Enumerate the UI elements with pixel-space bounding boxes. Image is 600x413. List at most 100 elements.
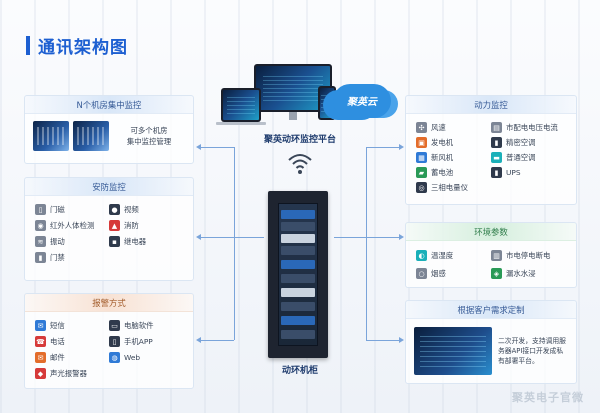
power-item-precision-ac: ▮ 精密空调 [491, 137, 566, 148]
panel-power-title: 动力监控 [406, 96, 576, 114]
security-item-label: 门磁 [50, 205, 65, 214]
panel-custom-title: 根据客户需求定制 [406, 301, 576, 319]
connector-line [234, 237, 264, 238]
security-item-access-control: ▮ 门禁 [35, 252, 109, 263]
fresh-air-icon: ▦ [416, 152, 427, 163]
custom-description: 二次开发，支持调用服务器API接口开发成私有部署平台。 [498, 337, 566, 365]
wifi-icon [288, 154, 312, 174]
smoke-icon: ○ [416, 268, 427, 279]
alarm-item-email: ✉ 邮件 [35, 352, 109, 363]
room-monitor-text-1: 可多个机房 [130, 126, 168, 135]
water-leak-icon: ◈ [491, 268, 502, 279]
connector-line [366, 340, 400, 341]
alarm-item-label: Web [124, 353, 141, 362]
security-item-relay: ▪继电器 [109, 236, 183, 247]
power-item-label: 市配电电压电流 [506, 123, 558, 132]
power-item-power-meter: ▤ 市配电电压电流 [491, 122, 566, 133]
power-item-wind: ✣ 风速 [416, 122, 491, 133]
arrow-left-icon [196, 337, 201, 343]
power-item-ups: ▮UPS [491, 167, 566, 178]
platform-label: 聚英动环监控平台 [263, 135, 336, 145]
alarm-item-phone: ☎电话 [35, 336, 109, 347]
connector-line [366, 147, 400, 148]
laptop-base [216, 122, 266, 125]
power-item-battery: ▰ 蓄电池 [416, 167, 491, 178]
cabinet-image [268, 191, 328, 358]
security-item-camera: ● 视频 [109, 204, 183, 215]
connector-line [234, 147, 235, 340]
panel-environment: 环境参数 ◐温湿度 ▥市电停电断电 ○烟感 ◈漏水水浸 [405, 222, 577, 288]
alarm-item-label: 手机APP [124, 337, 153, 346]
power-item-label: 蓄电池 [431, 168, 454, 177]
battery-icon: ▰ [416, 167, 427, 178]
pc-software-icon: ▭ [109, 320, 120, 331]
server-room-image-1 [33, 121, 69, 151]
room-monitor-text-2: 集中监控管理 [126, 137, 172, 146]
alarm-item-pc-software: ▭电脑软件 [109, 320, 183, 331]
cloud-icon [333, 84, 391, 118]
panel-security: 安防监控 ▯门磁 ●视频 ◉红外人体检测 ▲消防 ≋振动 ▪继电器 ▮门禁 [24, 177, 194, 281]
arrow-right-icon [399, 234, 404, 240]
arrow-right-icon [399, 337, 404, 343]
env-item-power-outage: ▥ 市电停电断电 [491, 250, 566, 261]
security-item-label: 红外人体检测 [50, 221, 95, 230]
server-room-image-2 [73, 121, 109, 151]
power-item-label: 精密空调 [506, 138, 536, 147]
alarm-item-label: 短信 [50, 321, 65, 330]
cabinet-label: 动环机柜 [281, 366, 318, 376]
env-item-smoke: ○烟感 [416, 268, 491, 279]
arrow-left-icon [196, 144, 201, 150]
env-item-label: 温湿度 [431, 251, 454, 260]
power-item-fresh-air: ▦ 新风机 [416, 152, 491, 163]
connector-line [334, 237, 366, 238]
power-item-label: 三相电量仪 [431, 183, 468, 192]
connector-line [200, 147, 234, 148]
alarm-item-label: 邮件 [50, 353, 65, 362]
security-item-label: 门禁 [50, 253, 65, 262]
power-outage-icon: ▥ [491, 250, 502, 261]
security-item-infrared: ◉ 红外人体检测 [35, 220, 109, 231]
watermark: 聚英电子官微 [512, 391, 584, 404]
temp-humidity-icon: ◐ [416, 250, 427, 261]
monitor-stand [289, 112, 297, 120]
wind-icon: ✣ [416, 122, 427, 133]
connector-line [200, 340, 234, 341]
web-icon: ◍ [109, 352, 120, 363]
env-item-label: 漏水水浸 [506, 269, 536, 278]
connector-line [366, 237, 400, 238]
power-meter-icon: ▤ [491, 122, 502, 133]
alarm-item-web: ◍ Web [109, 352, 183, 363]
alarm-item-siren: ◆声光报警器 [35, 368, 109, 379]
access-control-icon: ▮ [35, 252, 46, 263]
power-item-label: 普通空调 [506, 153, 536, 162]
security-item-vibration: ≋振动 [35, 236, 109, 247]
power-item-ac: ▬ 普通空调 [491, 152, 566, 163]
alarm-item-label: 电话 [50, 337, 65, 346]
env-item-temp-humidity: ◐ 温湿度 [416, 250, 491, 261]
ups-icon: ▮ [491, 167, 502, 178]
camera-icon: ● [109, 204, 120, 215]
ac-icon: ▬ [491, 152, 502, 163]
arrow-right-icon [399, 144, 404, 150]
security-item-label: 消防 [124, 221, 139, 230]
power-item-label: 新风机 [431, 153, 454, 162]
page-title: 通讯架构图 [26, 33, 128, 58]
panel-power: 动力监控 ✣风速 ▤市配电电压电流 ▣发电机 ▮精密空调 ▦新风机 ▬普通空调 … [405, 95, 577, 205]
security-item-fire: ▲ 消防 [109, 220, 183, 231]
laptop-screen [221, 88, 261, 122]
arrow-left-icon [196, 234, 201, 240]
title-accent-bar [26, 36, 30, 55]
power-item-label: 风速 [431, 123, 446, 132]
env-item-label: 市电停电断电 [506, 251, 551, 260]
sms-icon: ✉ [35, 320, 46, 331]
infrared-icon: ◉ [35, 220, 46, 231]
panel-alarm-title: 报警方式 [25, 294, 193, 312]
panel-custom: 根据客户需求定制 二次开发，支持调用服务器API接口开发成私有部署平台。 [405, 300, 577, 384]
email-icon: ✉ [35, 352, 46, 363]
panel-room-monitor: N个机房集中监控 可多个机房 集中监控管理 [24, 95, 194, 164]
fire-icon: ▲ [109, 220, 120, 231]
precision-ac-icon: ▮ [491, 137, 502, 148]
phone-device [318, 86, 336, 120]
security-item-label: 视频 [124, 205, 139, 214]
power-item-label: 发电机 [431, 138, 454, 147]
